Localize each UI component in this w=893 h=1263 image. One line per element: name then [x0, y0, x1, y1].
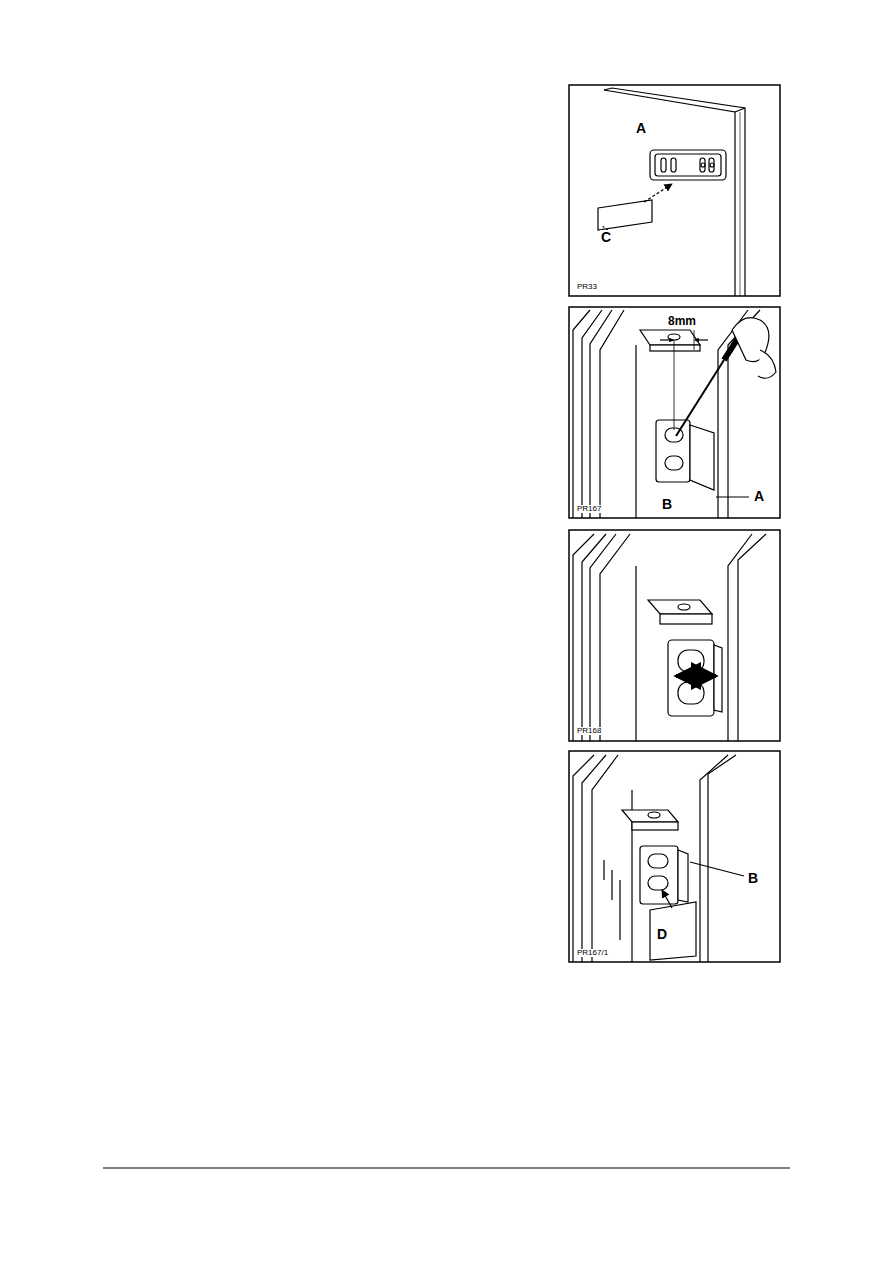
fit-arrow [644, 184, 672, 202]
hinge-bracket [640, 330, 714, 490]
leader-line [690, 862, 744, 876]
part-letter: B [747, 871, 759, 886]
part-letter: A [753, 489, 765, 504]
door-panel [604, 88, 745, 296]
hinge-bracket [648, 600, 722, 716]
part-letter: A [635, 121, 647, 136]
cabinet-edge [573, 310, 760, 518]
figure-code: PR33 [576, 283, 598, 292]
cabinet-edge [573, 755, 736, 962]
figure-frame [569, 307, 780, 518]
mounting-plate [650, 150, 726, 180]
cover-cap [650, 902, 696, 960]
adjust-arrow [676, 674, 716, 678]
figure-frame [569, 85, 780, 296]
cover-strip [598, 200, 652, 230]
footer-rule [103, 1168, 790, 1169]
dimension-label: 8mm [667, 315, 697, 328]
fit-arrow [662, 890, 672, 908]
figure-code: PR168 [576, 727, 602, 736]
hinge-bracket [622, 810, 688, 904]
part-letter: D [656, 927, 668, 942]
figure-frame [569, 751, 780, 962]
dimension-8mm [660, 330, 708, 430]
figure-code: PR167/1 [576, 949, 609, 958]
leader-line [716, 496, 749, 497]
figure-code: PR167 [576, 505, 602, 514]
screwdriver [676, 318, 776, 436]
cabinet-edge [573, 534, 766, 741]
figure-frame [569, 530, 780, 741]
part-letter: C [600, 230, 612, 245]
part-letter: B [661, 497, 673, 512]
